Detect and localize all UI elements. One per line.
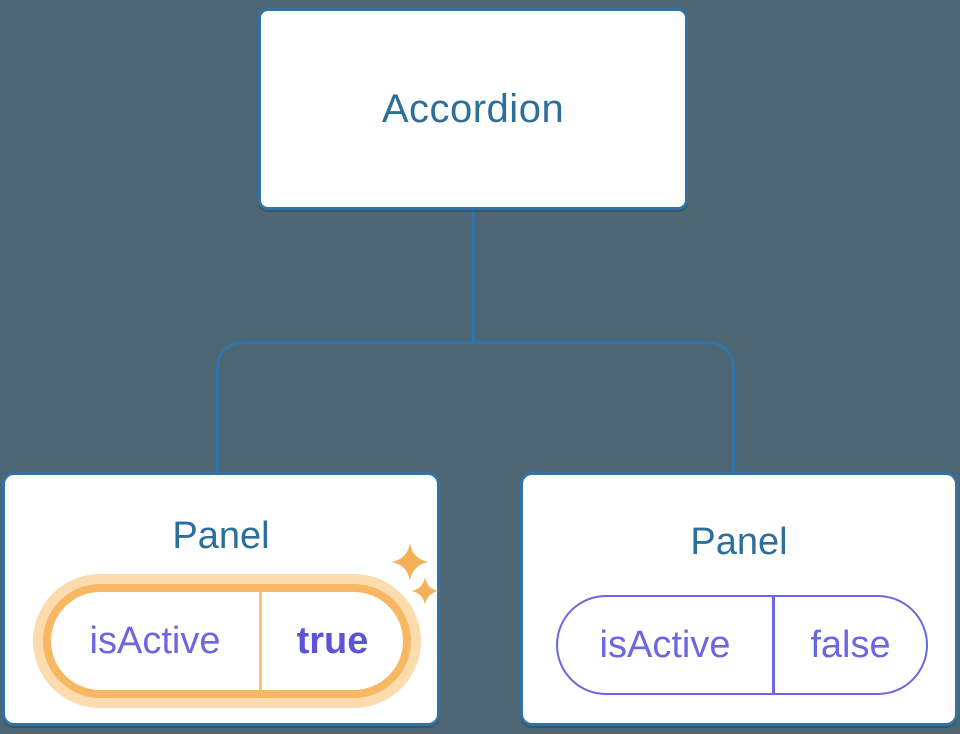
state-name: isActive [89, 619, 221, 662]
pill-divider [259, 592, 262, 690]
node-panel-inactive: Panel isActive false [520, 472, 958, 726]
node-accordion: Accordion [258, 8, 688, 210]
sparkle-icon [391, 543, 429, 581]
state-pill-active: isActive true [43, 584, 411, 698]
panel-title: Panel [690, 521, 788, 563]
connector-branch [215, 341, 735, 472]
pill-divider [772, 597, 775, 693]
connector-stem [471, 210, 475, 344]
panel-title: Panel [172, 515, 270, 557]
sparkle-icon [411, 577, 439, 605]
state-pill-inactive: isActive false [556, 595, 928, 695]
state-value: true [296, 619, 369, 662]
accordion-label: Accordion [381, 86, 565, 131]
state-name: isActive [599, 623, 731, 666]
state-value: false [810, 623, 891, 666]
node-panel-active: Panel isActive true [2, 472, 440, 726]
